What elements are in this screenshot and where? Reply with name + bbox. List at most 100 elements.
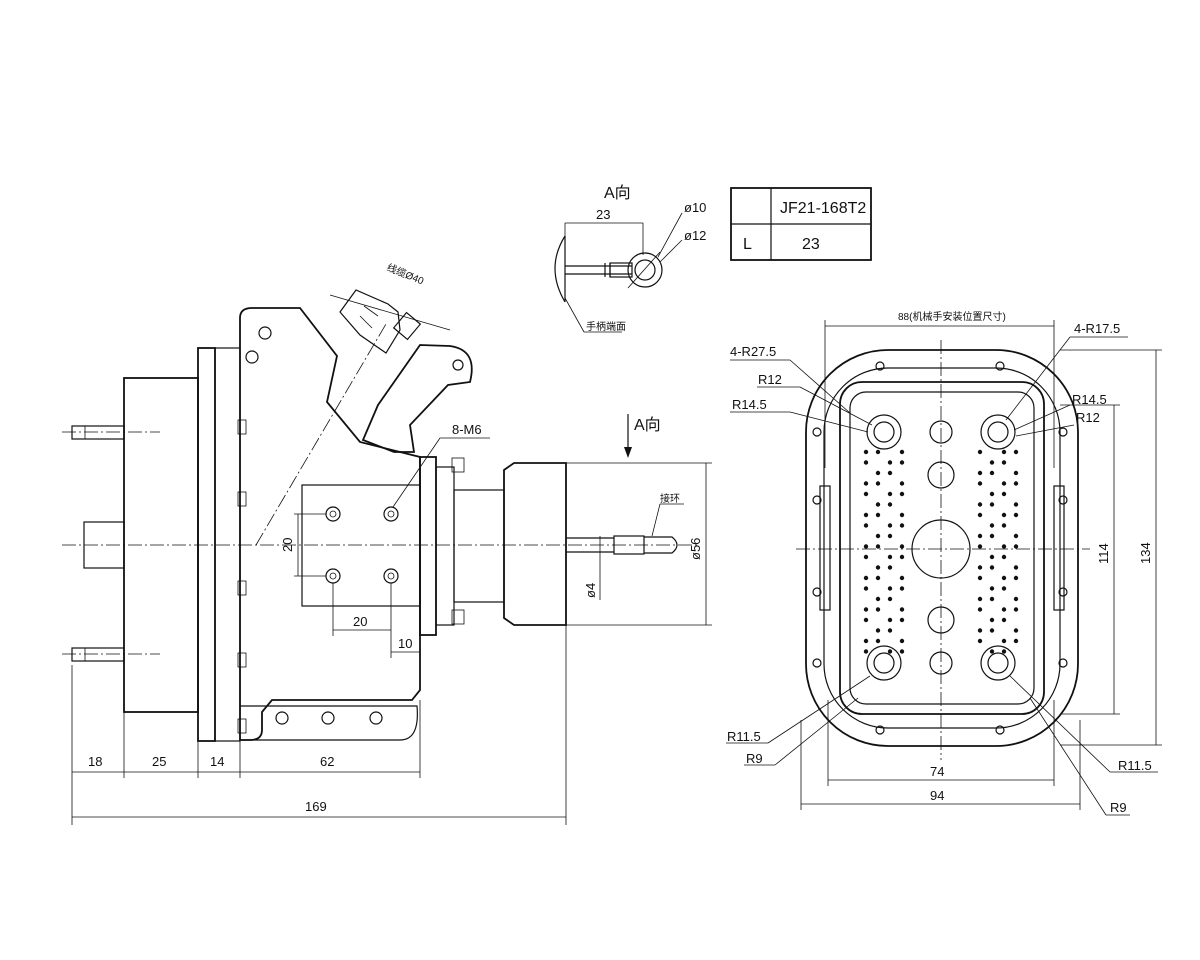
contact-pin [977,596,983,602]
detail-a-length: 23 [596,207,610,222]
detail-a-view: A向 23 ø10 ø12 手柄端面 [554,184,706,333]
contact-pin [863,512,869,518]
contact-pin [989,649,995,654]
contact-pin [1001,460,1007,465]
contact-pin [875,481,881,486]
contact-pin [977,575,983,581]
contact-pin [875,565,881,570]
pin-field [863,449,1019,654]
side-view: 18 25 14 62 169 20 20 10 8-M6 线缆Ø40 A向 ø… [62,261,712,825]
front-view: 88(机械手安装位置尺寸) 74 94 114 134 4-R27.5 R12 … [726,310,1162,816]
contact-pin [899,607,905,612]
contact-pin [899,586,905,591]
detail-a-title: A向 [604,184,631,202]
contact-pin [1013,481,1019,486]
contact-pin [1013,565,1019,570]
contact-pin [989,533,995,539]
contact-pin [1013,607,1019,612]
dim-25: 25 [152,754,166,769]
dim-169: 169 [305,799,327,814]
contact-pin [863,491,869,497]
contact-pin [1013,449,1019,455]
dia-4: ø4 [583,583,598,598]
contact-pin [899,649,905,654]
contact-pin [1013,596,1019,602]
label-4-r17-5: 4-R17.5 [1074,321,1120,336]
contact-pin [989,523,995,528]
contact-pin [989,596,995,602]
contact-pin [977,628,983,633]
contact-pin [1001,586,1007,591]
contact-pin [863,523,869,528]
label-r12-a: R12 [758,372,782,387]
contact-pin [863,607,869,612]
contact-pin [875,607,881,612]
note-bolts: 8-M6 [452,422,482,437]
contact-pin [863,649,869,654]
dim-18: 18 [88,754,102,769]
contact-pin [863,575,869,581]
dim-94: 94 [930,788,944,803]
contact-pin [899,481,905,486]
label-r14-5-a: R14.5 [732,397,767,412]
contact-pin [899,638,905,644]
contact-pin [887,586,893,591]
contact-pin [1001,617,1007,623]
contact-pin [875,628,881,633]
contact-pin [875,512,881,518]
note-cable: 线缆Ø40 [385,261,426,288]
contact-pin [887,533,893,539]
contact-pin [989,460,995,465]
contact-pin [875,449,881,455]
contact-pin [899,449,905,455]
model-number: JF21-168T2 [780,200,866,217]
label-4-r27-5: 4-R27.5 [730,344,776,359]
contact-pin [1013,533,1019,539]
dim-134: 134 [1138,542,1153,564]
contact-pin [863,586,869,591]
label-r12-b: R12 [1076,410,1100,425]
contact-pin [875,544,881,549]
contact-pin [887,502,893,507]
contact-pin [1001,449,1007,455]
contact-pin [1001,649,1007,654]
contact-pin [875,470,881,476]
contact-pin [989,565,995,570]
contact-pin [1013,502,1019,507]
dim-114: 114 [1096,543,1111,564]
contact-pin [977,544,983,549]
contact-pin [1001,607,1007,612]
contact-pin [1001,544,1007,549]
contact-pin [887,554,893,560]
dia-56: ø56 [688,538,703,560]
label-r11-5-a: R11.5 [727,729,761,744]
contact-pin [1001,523,1007,528]
contact-pin [989,470,995,476]
contact-pin [1013,470,1019,476]
contact-pin [989,502,995,507]
contact-pin [899,523,905,528]
contact-pin [887,460,893,465]
contact-pin [977,638,983,644]
contact-pin [989,628,995,633]
contact-pin [989,586,995,591]
view-arrow-label: A向 [634,416,661,434]
contact-pin [899,460,905,465]
contact-pin [1001,481,1007,486]
contact-pin [875,596,881,602]
contact-pin [887,596,893,602]
label-r9-a: R9 [746,751,763,766]
dim-20-vertical: 20 [280,538,295,552]
contact-pin [989,617,995,623]
contact-pin [887,491,893,497]
contact-pin [887,523,893,528]
contact-pin [863,481,869,486]
contact-pin [977,512,983,518]
label-r11-5-b: R11.5 [1118,758,1152,773]
label-r14-5-b: R14.5 [1072,392,1107,407]
contact-pin [887,649,893,654]
detail-a-dia12: ø12 [684,228,706,243]
detail-a-dia10: ø10 [684,200,706,215]
contact-pin [887,617,893,623]
